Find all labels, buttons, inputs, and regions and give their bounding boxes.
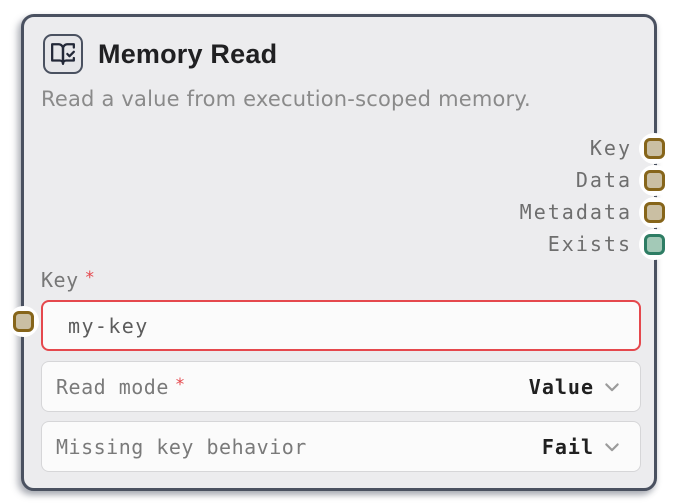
- input-port-key[interactable]: [13, 311, 34, 332]
- required-asterisk: *: [84, 268, 96, 288]
- output-port-metadata[interactable]: [644, 201, 665, 223]
- node-title: Memory Read: [98, 39, 278, 69]
- output-port-key[interactable]: [644, 137, 665, 159]
- key-input[interactable]: [41, 300, 641, 351]
- output-row-metadata: Metadata: [519, 196, 670, 228]
- output-label: Data: [575, 168, 632, 192]
- missing-key-behavior-select[interactable]: Missing key behavior Fail: [41, 421, 641, 472]
- output-row-exists: Exists: [547, 228, 670, 260]
- output-port-data[interactable]: [644, 169, 665, 191]
- output-label: Metadata: [519, 200, 632, 224]
- output-port-exists[interactable]: [644, 233, 665, 255]
- output-label: Key: [589, 136, 632, 160]
- output-label: Exists: [547, 232, 632, 256]
- required-asterisk: *: [174, 374, 186, 395]
- output-row-data: Data: [575, 164, 670, 196]
- key-field-label: Key*: [41, 268, 96, 292]
- node-icon-box: [43, 34, 83, 74]
- read-mode-label: Read mode*: [56, 374, 186, 399]
- output-row-key: Key: [589, 132, 670, 164]
- read-mode-select[interactable]: Read mode* Value: [41, 361, 641, 412]
- chevron-down-icon: [605, 382, 619, 391]
- missing-key-behavior-value: Fail: [541, 434, 594, 459]
- node-subtitle: Read a value from execution-scoped memor…: [41, 87, 531, 111]
- book-open-check-icon: [51, 43, 75, 65]
- missing-key-behavior-label: Missing key behavior: [56, 434, 307, 459]
- read-mode-value: Value: [528, 374, 594, 399]
- chevron-down-icon: [605, 442, 619, 451]
- memory-read-node[interactable]: Memory Read Read a value from execution-…: [8, 14, 670, 491]
